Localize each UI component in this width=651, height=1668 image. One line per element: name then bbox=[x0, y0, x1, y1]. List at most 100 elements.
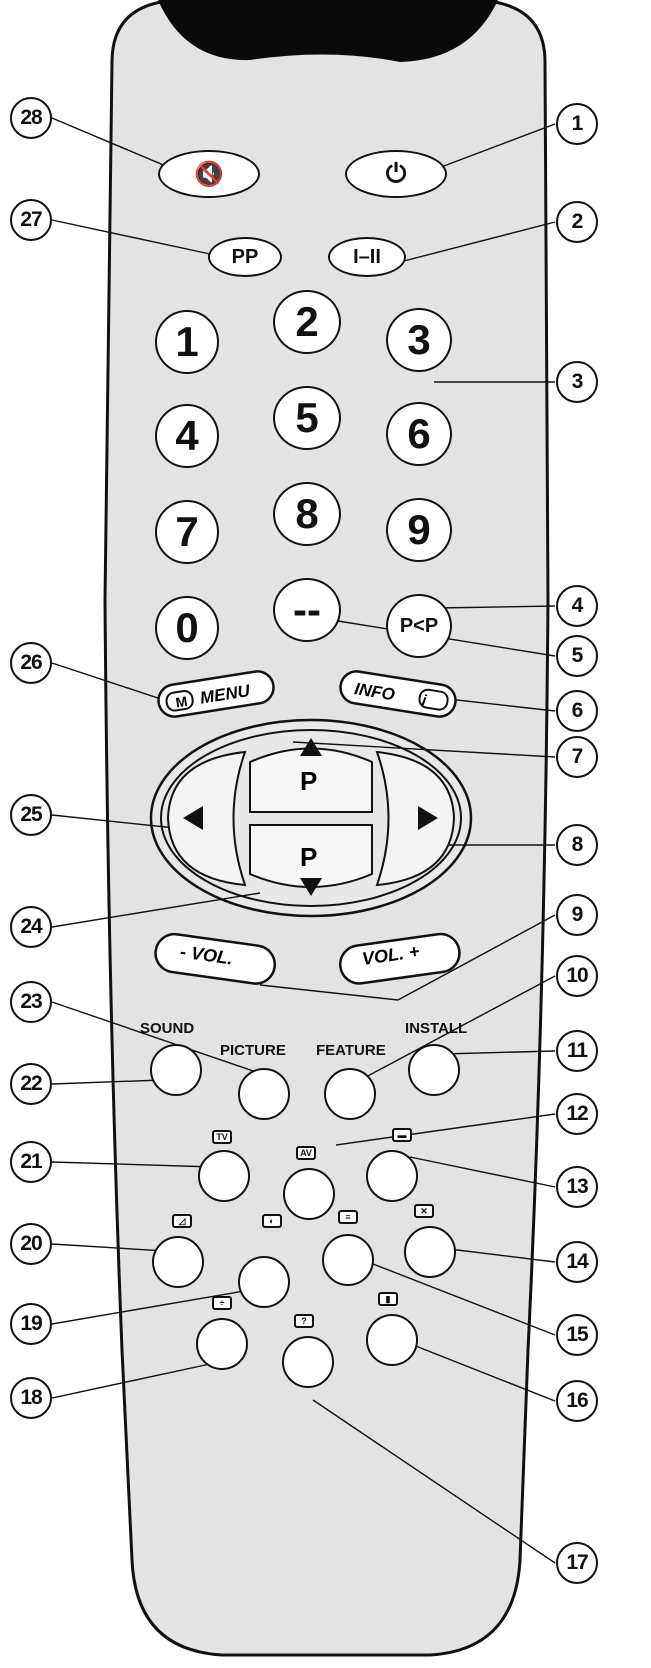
digit-2-button[interactable]: 2 bbox=[273, 290, 341, 354]
callout-9: 9 bbox=[556, 894, 598, 936]
swap-button[interactable]: P<P bbox=[386, 594, 452, 658]
callout-7: 7 bbox=[556, 736, 598, 778]
right-arrow-icon bbox=[418, 806, 438, 830]
nav-cluster-inner bbox=[160, 729, 462, 907]
callout-26: 26 bbox=[10, 642, 52, 684]
digit-8-button[interactable]: 8 bbox=[273, 482, 341, 546]
callout-13: 13 bbox=[556, 1166, 598, 1208]
feature-label: FEATURE bbox=[316, 1042, 386, 1059]
menu-button[interactable] bbox=[156, 669, 276, 719]
tv-button[interactable] bbox=[198, 1150, 250, 1202]
digit-9-button[interactable]: 9 bbox=[386, 498, 452, 562]
callout-4: 4 bbox=[556, 585, 598, 627]
tv-badge: TV bbox=[212, 1130, 232, 1144]
hold-icon: ◐ bbox=[262, 1214, 282, 1228]
callout-17: 17 bbox=[556, 1542, 598, 1584]
menu-label: MENU bbox=[198, 681, 252, 708]
digit-4-button[interactable]: 4 bbox=[155, 404, 219, 468]
down-arrow-icon bbox=[300, 878, 322, 896]
callout-2: 2 bbox=[556, 201, 598, 243]
callout-18: 18 bbox=[10, 1377, 52, 1419]
digit-7-label: 7 bbox=[175, 508, 199, 555]
digit-2-label: 2 bbox=[295, 298, 319, 345]
sound-label: SOUND bbox=[140, 1020, 195, 1037]
callout-5: 5 bbox=[556, 635, 598, 677]
zoom-icon: ◿ bbox=[172, 1214, 192, 1228]
digit-0-label: 0 bbox=[175, 604, 199, 651]
sound-button[interactable] bbox=[150, 1044, 202, 1096]
digit-3-button[interactable]: 3 bbox=[386, 308, 452, 372]
callout-27: 27 bbox=[10, 199, 52, 241]
info-badge: i bbox=[420, 691, 428, 709]
hold-button[interactable] bbox=[238, 1256, 290, 1308]
callout-16: 16 bbox=[556, 1380, 598, 1422]
prog-up-label: P bbox=[300, 766, 318, 796]
dash-label: -- bbox=[293, 586, 321, 633]
cancel-icon: ✕ bbox=[414, 1204, 434, 1218]
callout-22: 22 bbox=[10, 1063, 52, 1105]
size-button[interactable] bbox=[196, 1318, 248, 1370]
swap-label: P<P bbox=[399, 614, 439, 637]
mute-button[interactable]: 🔇 bbox=[158, 150, 260, 198]
digit-4-label: 4 bbox=[175, 412, 199, 459]
digit-0-button[interactable]: 0 bbox=[155, 596, 219, 660]
vol-minus-button[interactable] bbox=[153, 932, 277, 986]
prog-down-label: P bbox=[300, 842, 318, 872]
callout-19: 19 bbox=[10, 1303, 52, 1345]
power-button[interactable]: ⏻ bbox=[345, 150, 447, 198]
av-button[interactable] bbox=[283, 1168, 335, 1220]
callout-14: 14 bbox=[556, 1241, 598, 1283]
callout-21: 21 bbox=[10, 1141, 52, 1183]
callout-11: 11 bbox=[556, 1030, 598, 1072]
dash-button[interactable]: -- bbox=[273, 578, 341, 642]
picture-label: PICTURE bbox=[220, 1042, 286, 1059]
callout-3: 3 bbox=[556, 361, 598, 403]
teletext-button[interactable] bbox=[366, 1150, 418, 1202]
install-button[interactable] bbox=[408, 1044, 460, 1096]
callout-15: 15 bbox=[556, 1314, 598, 1356]
teletext-icon: ▬ bbox=[392, 1128, 412, 1142]
mix-button[interactable] bbox=[322, 1234, 374, 1286]
callout-1: 1 bbox=[556, 103, 598, 145]
callout-6: 6 bbox=[556, 690, 598, 732]
zoom-button[interactable] bbox=[152, 1236, 204, 1288]
install-label: INSTALL bbox=[405, 1020, 468, 1037]
digit-5-label: 5 bbox=[295, 394, 319, 441]
callout-20: 20 bbox=[10, 1223, 52, 1265]
vol-plus-button[interactable] bbox=[338, 932, 462, 986]
nav-left-zone[interactable] bbox=[166, 750, 247, 887]
digit-6-label: 6 bbox=[407, 410, 431, 457]
up-arrow-icon bbox=[300, 738, 322, 756]
digit-9-label: 9 bbox=[407, 506, 431, 553]
cancel-button[interactable] bbox=[404, 1226, 456, 1278]
size-icon: ÷ bbox=[212, 1296, 232, 1310]
digit-7-button[interactable]: 7 bbox=[155, 500, 219, 564]
nav-right-zone[interactable] bbox=[375, 750, 456, 887]
callout-25: 25 bbox=[10, 794, 52, 836]
mix-icon: ≡ bbox=[338, 1210, 358, 1224]
digit-6-button[interactable]: 6 bbox=[386, 402, 452, 466]
ir-window bbox=[158, 0, 498, 62]
menu-badge: M bbox=[174, 692, 189, 711]
digit-8-label: 8 bbox=[295, 490, 319, 537]
digit-1-button[interactable]: 1 bbox=[155, 310, 219, 374]
sound-mode-label: I–II bbox=[353, 245, 381, 268]
callout-24: 24 bbox=[10, 906, 52, 948]
index-button[interactable] bbox=[366, 1314, 418, 1366]
reveal-button[interactable] bbox=[282, 1336, 334, 1388]
index-icon: ▮ bbox=[378, 1292, 398, 1306]
info-label: INFO bbox=[353, 679, 397, 705]
mute-icon: 🔇 bbox=[194, 160, 224, 188]
left-arrow-icon bbox=[183, 806, 203, 830]
picture-button[interactable] bbox=[238, 1068, 290, 1120]
info-button[interactable] bbox=[338, 669, 458, 719]
pp-button[interactable]: PP bbox=[208, 237, 282, 277]
digit-3-label: 3 bbox=[407, 316, 431, 363]
feature-button[interactable] bbox=[324, 1068, 376, 1120]
sound-mode-button[interactable]: I–II bbox=[328, 237, 406, 277]
callout-23: 23 bbox=[10, 981, 52, 1023]
callout-leaders bbox=[51, 117, 556, 1564]
reveal-icon: ? bbox=[294, 1314, 314, 1328]
power-icon: ⏻ bbox=[385, 158, 407, 188]
digit-5-button[interactable]: 5 bbox=[273, 386, 341, 450]
